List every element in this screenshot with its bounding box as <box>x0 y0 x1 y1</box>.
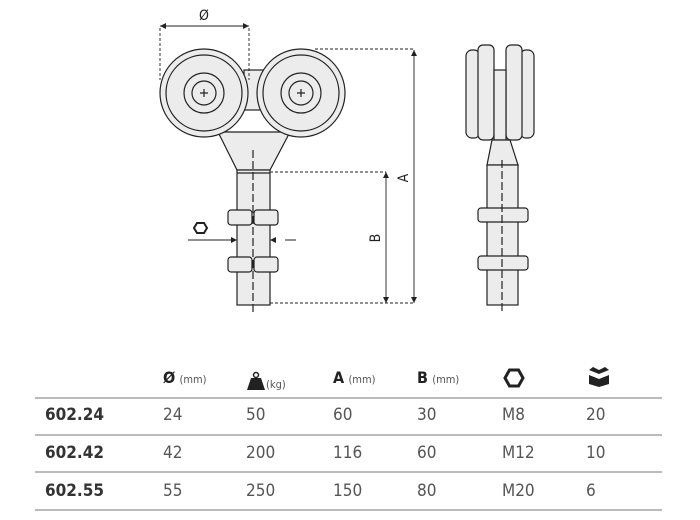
product-code: 602.24 <box>45 405 105 425</box>
header-symbol: B <box>417 368 428 387</box>
b-label: B <box>368 234 384 243</box>
header-unit: (mm) <box>348 373 376 386</box>
pack-value: 10 <box>586 443 606 463</box>
load-value: 200 <box>246 443 276 463</box>
pack-value: 20 <box>586 405 606 425</box>
divider <box>35 509 662 511</box>
a-value: 116 <box>333 443 363 463</box>
diameter-label: Ø <box>199 8 209 24</box>
nut-lower <box>227 256 279 273</box>
a-value: 150 <box>333 481 363 501</box>
wheel-left <box>159 48 249 138</box>
a-value: 60 <box>333 405 353 425</box>
weight-icon <box>247 371 265 390</box>
header-unit: (mm) <box>432 373 460 386</box>
divider <box>35 397 662 399</box>
technical-drawing: Ø A B <box>159 8 535 312</box>
front-view <box>159 48 346 312</box>
load-value: 250 <box>246 481 276 501</box>
header-symbol: Ø <box>163 368 176 387</box>
pack-value: 6 <box>586 481 596 501</box>
diameter-value: 42 <box>163 443 183 463</box>
b-value: 30 <box>417 405 437 425</box>
hex-symbol <box>192 222 209 234</box>
header-unit: (kg) <box>266 378 286 391</box>
nut-upper <box>227 209 279 226</box>
thread-value: M12 <box>502 443 535 463</box>
box-icon <box>589 367 609 387</box>
b-value: 80 <box>417 481 437 501</box>
a-label: A <box>396 173 412 182</box>
b-value: 60 <box>417 443 437 463</box>
thread-value: M20 <box>502 481 535 501</box>
load-value: 50 <box>246 405 266 425</box>
header-diameter: Ø (mm) <box>163 368 207 387</box>
product-code: 602.55 <box>45 481 105 501</box>
divider <box>35 434 662 436</box>
header-unit: (mm) <box>179 373 207 386</box>
header-b: B (mm) <box>417 368 459 387</box>
hex-nut-icon <box>503 368 525 388</box>
divider <box>35 471 662 473</box>
wheel-right <box>256 48 346 138</box>
dimension-lines <box>159 25 415 304</box>
thread-value: M8 <box>502 405 525 425</box>
diameter-value: 24 <box>163 405 183 425</box>
diameter-value: 55 <box>163 481 183 501</box>
header-symbol: A <box>333 368 345 387</box>
product-code: 602.42 <box>45 443 105 463</box>
header-load: (kg) <box>246 368 286 392</box>
side-view <box>465 44 535 312</box>
header-a: A (mm) <box>333 368 375 387</box>
